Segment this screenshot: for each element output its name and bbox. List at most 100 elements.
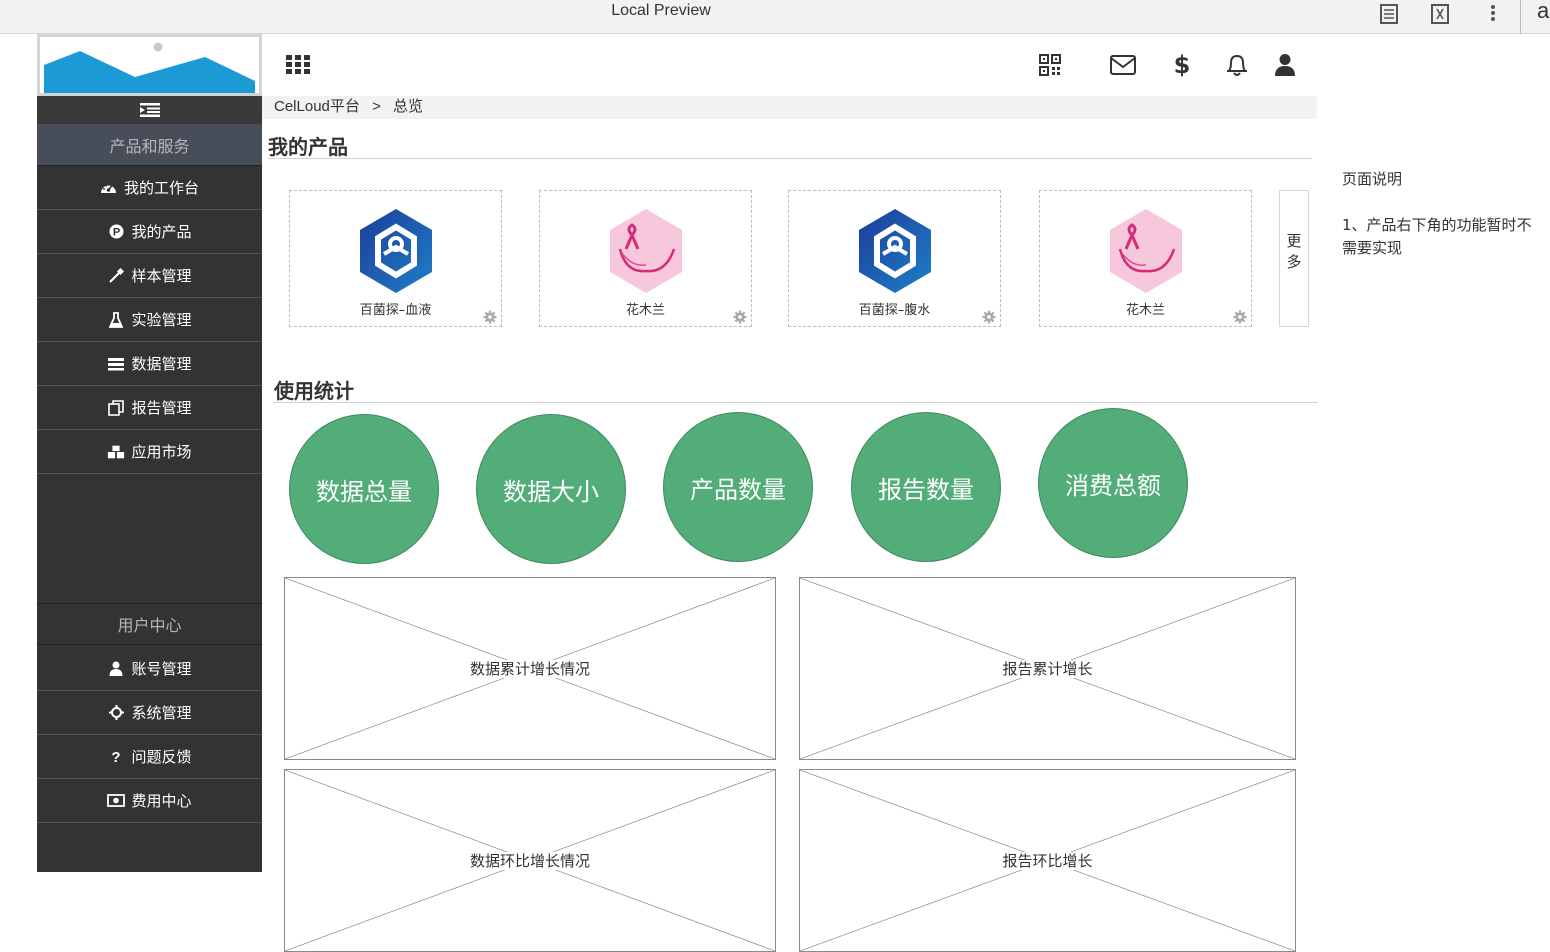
- indent-icon: [139, 103, 160, 117]
- sidebar-item-app-market[interactable]: 应用市场: [37, 430, 262, 474]
- sidebar-collapse-button[interactable]: [37, 96, 262, 124]
- stat-label: 数据大小: [503, 477, 599, 506]
- stat-label: 报告数量: [878, 475, 974, 504]
- bell-icon[interactable]: [1224, 52, 1250, 78]
- product-card[interactable]: 百菌探–腹水: [788, 190, 1001, 327]
- svg-text:P: P: [113, 227, 120, 239]
- main-header: $: [262, 34, 1317, 96]
- stat-circle-data-total[interactable]: 数据总量: [289, 414, 439, 564]
- sidebar-item-account[interactable]: 账号管理: [37, 647, 262, 691]
- chart-placeholder-data-cumulative: 数据累计增长情况: [284, 577, 776, 760]
- stat-label: 产品数量: [690, 475, 786, 504]
- flask-icon: [107, 311, 125, 328]
- sidebar-item-system[interactable]: 系统管理: [37, 691, 262, 735]
- product-logo-pink-hex: [610, 209, 682, 293]
- sidebar-item-label: 我的工作台: [123, 179, 199, 197]
- sidebar-item-label: 报告管理: [131, 399, 192, 417]
- product-logo-blue-hex: [360, 209, 432, 293]
- usage-stats-title: 使用统计: [274, 379, 354, 403]
- money-icon: [107, 793, 126, 809]
- formula-icon[interactable]: [1428, 2, 1452, 26]
- divider: [274, 402, 1318, 403]
- question-icon: ?: [107, 749, 125, 765]
- placeholder-label: 数据环比增长情况: [467, 852, 592, 870]
- sidebar-item-experiments[interactable]: 实验管理: [37, 298, 262, 342]
- dashboard-icon: [100, 180, 118, 196]
- svg-text:$: $: [1174, 52, 1190, 78]
- more-products-button[interactable]: 更多: [1279, 190, 1309, 327]
- placeholder-label: 报告环比增长: [1000, 852, 1095, 870]
- stat-label: 数据总量: [316, 477, 412, 506]
- system-icon: [107, 705, 125, 721]
- product-card-name: 花木兰: [625, 303, 665, 318]
- breadcrumb-current: 总览: [393, 98, 424, 115]
- breadcrumb: CelLoud平台 > 总览: [262, 96, 1317, 119]
- reader-icon[interactable]: [1377, 2, 1401, 26]
- product-card-name: 百菌探–腹水: [858, 303, 931, 318]
- sidebar-item-data[interactable]: 数据管理: [37, 342, 262, 386]
- browser-title: Local Preview: [611, 2, 711, 19]
- chart-placeholder-report-cumulative: 报告累计增长: [799, 577, 1296, 760]
- my-products-title: 我的产品: [268, 135, 348, 159]
- stat-label: 消费总额: [1065, 471, 1161, 500]
- cubes-icon: [107, 444, 125, 460]
- sidebar-item-label: 问题反馈: [131, 748, 192, 766]
- browser-top-bar: Local Preview a: [0, 0, 1550, 34]
- product-card[interactable]: 百菌探–血液: [289, 190, 502, 327]
- gear-icon[interactable]: [1233, 310, 1247, 324]
- toolbar-divider: [1520, 0, 1521, 34]
- placeholder-label: 数据累计增长情况: [467, 660, 592, 678]
- sidebar: 产品和服务 我的工作台 P 我的产品 样本管理 实验管理 数据管理 报告管理 应…: [37, 34, 262, 872]
- notes-line: 1、产品右下角的功能暂时不需要实现: [1342, 216, 1532, 257]
- divider: [268, 158, 1312, 159]
- user-profile-icon[interactable]: [1272, 52, 1298, 78]
- breadcrumb-separator: >: [372, 98, 381, 115]
- dollar-icon[interactable]: $: [1169, 52, 1195, 78]
- list-icon: [107, 356, 125, 372]
- product-card[interactable]: 花木兰: [539, 190, 752, 327]
- nav-header-user-center: 用户中心: [37, 603, 262, 645]
- sidebar-item-reports[interactable]: 报告管理: [37, 386, 262, 430]
- product-logo-pink-hex: [1110, 209, 1182, 293]
- stat-circle-spending-total[interactable]: 消费总额: [1038, 408, 1188, 558]
- pipette-icon: [107, 267, 125, 284]
- sidebar-item-label: 账号管理: [131, 660, 192, 678]
- page-notes: 页面说明 1、产品右下角的功能暂时不需要实现: [1342, 168, 1542, 260]
- sidebar-item-my-products[interactable]: P 我的产品: [37, 210, 262, 254]
- product-logo-blue-hex: [859, 209, 931, 293]
- sidebar-item-feedback[interactable]: ? 问题反馈: [37, 735, 262, 779]
- stat-circle-product-count[interactable]: 产品数量: [663, 412, 813, 562]
- stat-circle-report-count[interactable]: 报告数量: [851, 412, 1001, 562]
- sidebar-item-samples[interactable]: 样本管理: [37, 254, 262, 298]
- toolbar-overflow-letter: a: [1537, 0, 1550, 23]
- apps-grid-icon[interactable]: [286, 52, 312, 78]
- product-card-name: 百菌探–血液: [359, 303, 432, 318]
- product-p-icon: P: [107, 224, 125, 240]
- notes-title: 页面说明: [1342, 170, 1403, 188]
- kebab-menu-icon[interactable]: [1481, 2, 1505, 26]
- sidebar-item-label: 系统管理: [131, 704, 192, 722]
- chart-placeholder-data-mom: 数据环比增长情况: [284, 769, 776, 952]
- brand-logo[interactable]: [37, 34, 262, 96]
- gear-icon[interactable]: [483, 310, 497, 324]
- user-icon: [107, 661, 125, 677]
- sidebar-item-billing[interactable]: 费用中心: [37, 779, 262, 823]
- sidebar-item-label: 费用中心: [131, 792, 192, 810]
- stat-circle-data-size[interactable]: 数据大小: [476, 414, 626, 564]
- sidebar-item-label: 数据管理: [131, 355, 192, 373]
- breadcrumb-root[interactable]: CelLoud平台: [274, 98, 360, 115]
- sidebar-item-label: 实验管理: [131, 311, 192, 329]
- report-icon: [107, 399, 125, 416]
- placeholder-label: 报告累计增长: [1000, 660, 1095, 678]
- nav-header-products: 产品和服务: [37, 124, 262, 166]
- qr-code-icon[interactable]: [1037, 52, 1063, 78]
- product-card-name: 花木兰: [1125, 303, 1165, 318]
- sidebar-item-label: 样本管理: [131, 267, 192, 285]
- sidebar-item-workbench[interactable]: 我的工作台: [37, 166, 262, 210]
- mail-icon[interactable]: [1110, 52, 1136, 78]
- gear-icon[interactable]: [733, 310, 747, 324]
- sidebar-item-label: 应用市场: [131, 443, 192, 461]
- chart-placeholder-report-mom: 报告环比增长: [799, 769, 1296, 952]
- product-card[interactable]: 花木兰: [1039, 190, 1252, 327]
- gear-icon[interactable]: [982, 310, 996, 324]
